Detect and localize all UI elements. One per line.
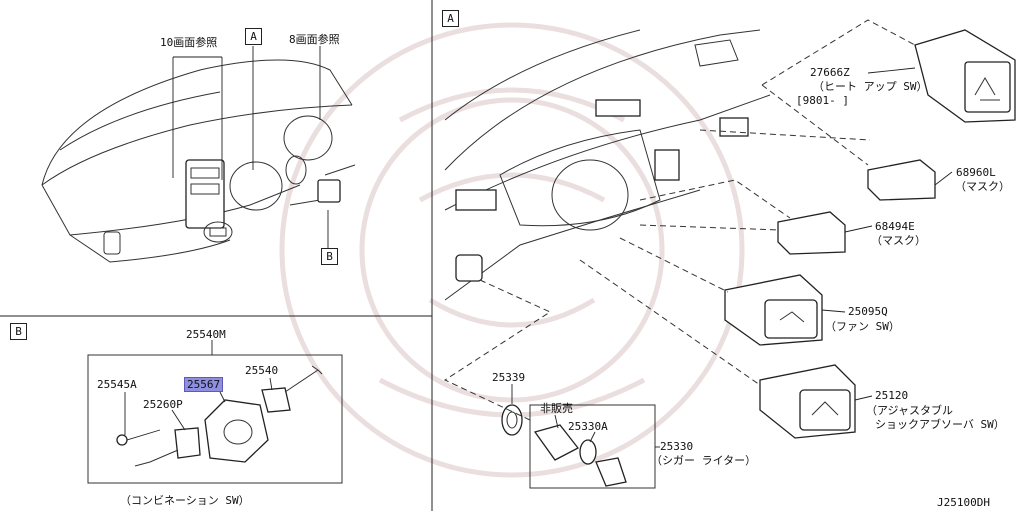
part-25120-note-line-2: ショックアブソーバ SW） — [875, 418, 1005, 431]
diagram-code: J25100DH — [937, 496, 990, 509]
part-number-25339[interactable]: 25339 — [492, 371, 526, 384]
part-68960l-note: （マスク） — [955, 180, 1010, 193]
part-number-25567-highlighted[interactable]: 25567 — [184, 377, 224, 392]
panel-a-tag: A — [442, 10, 459, 27]
callout-box-a[interactable]: A — [245, 28, 262, 45]
dashboard-overview-drawing — [41, 46, 356, 263]
callout-box-b[interactable]: B — [321, 248, 338, 265]
part-27666z-note: （ヒート アップ SW） — [813, 80, 928, 93]
part-27666z-date-range: [9801- ] — [796, 94, 849, 107]
part-25330-note: （シガー ライター） — [651, 454, 757, 467]
part-25120-note-line-1: （アジャスタブル — [866, 404, 954, 417]
console-drawing — [443, 19, 1016, 489]
reference-screen-10-label: 10画面参照 — [160, 36, 218, 49]
part-number-25260p[interactable]: 25260P — [143, 398, 183, 411]
part-25095q-note: （ファン SW） — [825, 320, 900, 333]
combination-switch-caption: （コンビネーション SW） — [120, 494, 250, 507]
part-number-25095q[interactable]: 25095Q — [848, 305, 888, 318]
part-number-68960l[interactable]: 68960L — [956, 166, 996, 179]
part-number-27666z[interactable]: 27666Z — [810, 66, 850, 79]
part-number-68494e[interactable]: 68494E — [875, 220, 915, 233]
part-number-25545a[interactable]: 25545A — [97, 378, 137, 391]
part-number-25120[interactable]: 25120 — [875, 389, 909, 402]
combination-switch-drawing — [87, 340, 343, 484]
not-for-sale-label: 非販売 — [540, 402, 573, 415]
part-68494e-note: （マスク） — [871, 234, 926, 247]
panel-b-tag: B — [10, 323, 27, 340]
part-number-25540[interactable]: 25540 — [245, 364, 279, 377]
reference-screen-8-label: 8画面参照 — [289, 33, 340, 46]
part-number-25330a[interactable]: 25330A — [568, 420, 608, 433]
part-number-25330[interactable]: 25330 — [660, 440, 694, 453]
part-number-25540m[interactable]: 25540M — [186, 328, 226, 341]
